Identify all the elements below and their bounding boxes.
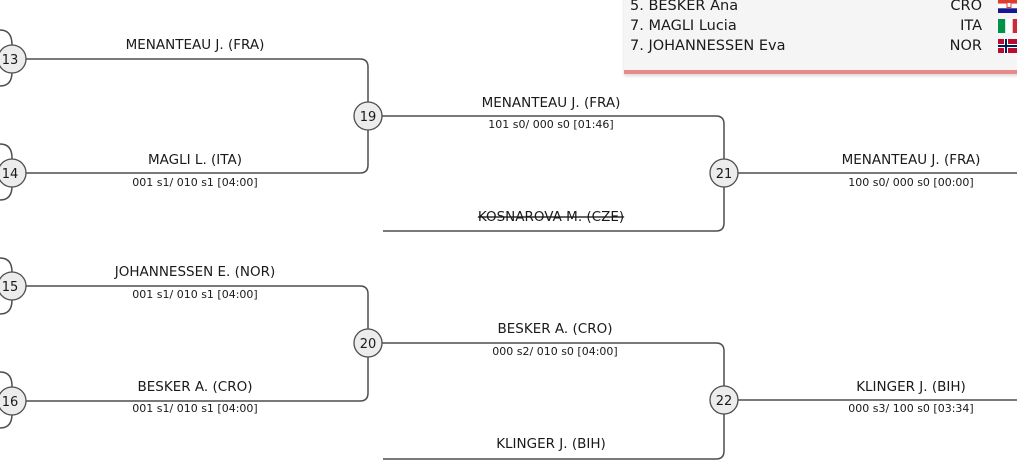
bout-number: 15 [2,280,19,295]
bye-2-label: KLINGER J. (BIH) [496,436,606,452]
bout-node-14[interactable]: 14 [0,158,27,188]
bout-score: 100 s0/ 000 s0 [00:00] [848,176,973,189]
bout-node-15[interactable]: 15 [0,271,27,301]
ita-flag-icon [998,19,1017,33]
bout-19-label: MENANTEAU J. (FRA) 101 s0/ 000 s0 [01:46… [482,95,621,131]
bout-score: 001 s1/ 010 s1 [04:00] [132,176,257,189]
ranking-row[interactable]: 5. BESKER Ana CRO [630,0,1017,16]
bout-13-label: MENANTEAU J. (FRA) [126,37,265,53]
bout-node-19[interactable]: 19 [353,101,383,131]
ranking-row[interactable]: 7. MAGLI Lucia ITA [630,16,1017,36]
bout-node-13[interactable]: 13 [0,44,27,74]
bout-20-label: BESKER A. (CRO) 000 s2/ 010 s0 [04:00] [492,321,617,358]
bout-node-16[interactable]: 16 [0,386,27,416]
ranking-fencer-name: 7. MAGLI Lucia [630,18,737,34]
bout-number: 19 [360,110,377,125]
nor-flag-icon [998,39,1017,53]
fencer-name: KLINGER J. (BIH) [856,379,966,395]
bout-score: 001 s1/ 010 s1 [04:00] [132,288,257,301]
bout-number: 16 [2,395,19,410]
fencer-name: MAGLI L. (ITA) [148,152,242,168]
bout-node-20[interactable]: 20 [353,328,383,358]
bout-number: 20 [360,337,377,352]
fencer-name: MENANTEAU J. (FRA) [842,152,981,168]
ranking-nationality: CRO [950,0,982,14]
bout-number: 21 [716,167,733,182]
fencer-name: MENANTEAU J. (FRA) [482,95,621,111]
bout-15-label: JOHANNESSEN E. (NOR) 001 s1/ 010 s1 [04:… [114,264,276,301]
fencer-name: KLINGER J. (BIH) [496,436,606,452]
bout-score: 000 s2/ 010 s0 [04:00] [492,345,617,358]
ranking-fencer-name: 5. BESKER Ana [630,0,739,14]
ranking-nationality: NOR [949,38,982,54]
fencer-name: JOHANNESSEN E. (NOR) [114,264,276,280]
bout-number: 13 [2,53,19,68]
bout-score: 000 s3/ 100 s0 [03:34] [848,402,973,415]
ranking-panel: 5. BESKER Ana CRO 7. MAGLI Lucia ITA 7. … [624,0,1017,74]
bout-22-label: KLINGER J. (BIH) 000 s3/ 100 s0 [03:34] [848,379,973,415]
bout-number: 14 [2,167,19,182]
bout-node-21[interactable]: 21 [709,158,739,188]
bout-number: 22 [716,394,733,409]
bye-1-label: KOSNAROVA M. (CZE) [478,209,624,225]
fencer-name-eliminated: KOSNAROVA M. (CZE) [478,209,624,225]
bout-score: 101 s0/ 000 s0 [01:46] [488,118,613,131]
bout-14-label: MAGLI L. (ITA) 001 s1/ 010 s1 [04:00] [132,152,257,189]
fencer-name: MENANTEAU J. (FRA) [126,37,265,53]
bout-score: 001 s1/ 010 s1 [04:00] [132,402,257,415]
cro-flag-icon [998,0,1017,13]
bout-21-label: MENANTEAU J. (FRA) 100 s0/ 000 s0 [00:00… [842,152,981,189]
bout-node-22[interactable]: 22 [709,385,739,415]
fencer-name: BESKER A. (CRO) [498,321,613,337]
ranking-nationality: ITA [960,18,982,34]
ranking-fencer-name: 7. JOHANNESSEN Eva [630,38,786,54]
fencer-name: BESKER A. (CRO) [138,379,253,395]
bout-16-label: BESKER A. (CRO) 001 s1/ 010 s1 [04:00] [132,379,257,415]
ranking-row[interactable]: 7. JOHANNESSEN Eva NOR [630,36,1017,56]
